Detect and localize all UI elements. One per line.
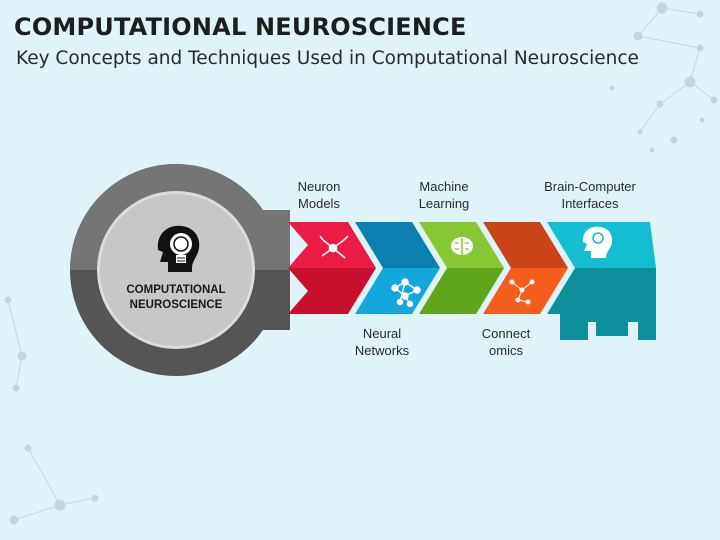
- label-neural-networks-line2: Networks: [354, 343, 410, 358]
- brain-head-icon: [582, 226, 613, 258]
- hub-label: COMPUTATIONAL NEUROSCIENCE: [113, 283, 239, 313]
- label-brain-computer-interfaces-line2: Interfaces: [561, 196, 619, 211]
- hub-label-line1: COMPUTATIONAL: [126, 284, 226, 296]
- step-connectomics: [483, 222, 568, 314]
- label-neural-networks: Neural Networks: [322, 325, 442, 359]
- label-machine-learning-line1: Machine: [419, 179, 469, 194]
- label-neural-networks-line1: Neural: [362, 326, 402, 341]
- hub-label-line2: NEUROSCIENCE: [129, 299, 223, 311]
- label-brain-computer-interfaces: Brain-Computer Interfaces: [530, 178, 650, 212]
- brain-head-bulb-icon: [157, 225, 200, 272]
- label-neuron-models-line2: Models: [298, 196, 340, 211]
- neuron-icon: [319, 235, 349, 259]
- brain-circuit-icon: [451, 237, 473, 255]
- label-connectomics-line1: Connect: [481, 326, 531, 341]
- label-connectomics-line2: omics: [489, 343, 523, 358]
- label-machine-learning-line2: Learning: [418, 196, 470, 211]
- molecule-decoration-top-right: [609, 2, 718, 153]
- label-neuron-models: Neuron Models: [259, 178, 379, 212]
- label-machine-learning: Machine Learning: [384, 178, 504, 212]
- step-neuron-models: [288, 222, 376, 314]
- label-brain-computer-interfaces-line1: Brain-Computer: [544, 179, 636, 194]
- connectome-icon: [509, 279, 535, 305]
- label-connectomics: Connect omics: [446, 325, 566, 359]
- step-neural-networks: [355, 222, 440, 314]
- page-title: COMPUTATIONAL NEUROSCIENCE: [14, 13, 467, 41]
- molecule-decoration-bottom-left: [4, 296, 99, 525]
- network-icon: [391, 278, 421, 308]
- label-neuron-models-line1: Neuron: [297, 179, 341, 194]
- page-subtitle: Key Concepts and Techniques Used in Comp…: [16, 48, 639, 69]
